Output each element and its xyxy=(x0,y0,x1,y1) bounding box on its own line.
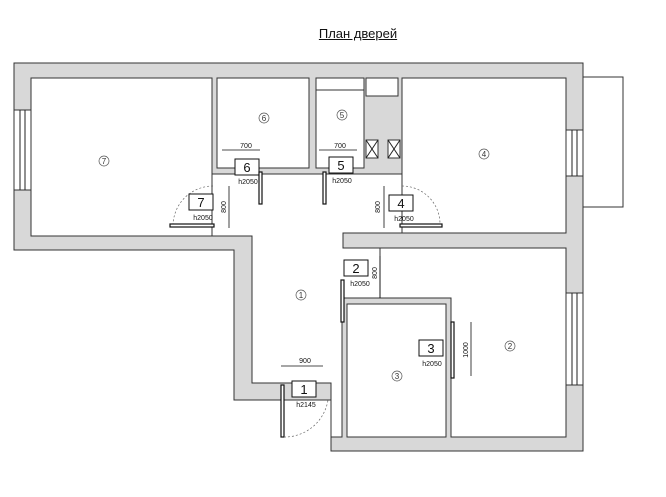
window-right-top xyxy=(565,129,584,177)
svg-text:h2050: h2050 xyxy=(422,361,442,368)
room-label-5: 5 xyxy=(336,109,348,121)
plan-title: План дверей xyxy=(318,26,398,41)
svg-text:h2050: h2050 xyxy=(193,215,213,222)
room-label-2: 2 xyxy=(504,340,516,352)
svg-text:3: 3 xyxy=(427,341,434,356)
svg-text:5: 5 xyxy=(340,111,345,120)
svg-text:5: 5 xyxy=(337,158,344,173)
room-label-7: 7 xyxy=(98,155,110,167)
svg-text:7: 7 xyxy=(197,195,204,210)
svg-text:h2050: h2050 xyxy=(238,179,258,186)
door-3: 3 h2050 1000 xyxy=(418,321,472,379)
room-5-area xyxy=(315,89,365,169)
svg-text:2: 2 xyxy=(508,342,513,351)
svg-text:4: 4 xyxy=(397,196,404,211)
door-1: 900 1 h2145 xyxy=(280,358,329,438)
door-4: 4 h2050 800 xyxy=(375,185,443,228)
svg-text:900: 900 xyxy=(299,358,311,365)
room-label-1: 1 xyxy=(295,289,307,301)
balcony xyxy=(582,76,624,208)
door-2: 2 h2050 800 xyxy=(340,256,381,323)
svg-text:800: 800 xyxy=(375,201,382,213)
room-label-4: 4 xyxy=(478,148,490,160)
door-7: 7 h2050 800 xyxy=(169,185,230,228)
svg-text:h2050: h2050 xyxy=(394,216,414,223)
shaft-top xyxy=(365,77,399,97)
room-3-area xyxy=(346,303,447,438)
svg-text:800: 800 xyxy=(221,201,228,213)
svg-text:1: 1 xyxy=(300,382,307,397)
svg-text:800: 800 xyxy=(372,267,379,279)
svg-text:h2145: h2145 xyxy=(296,402,316,409)
room-label-6: 6 xyxy=(258,112,270,124)
svg-text:h2050: h2050 xyxy=(350,281,370,288)
svg-text:6: 6 xyxy=(243,160,250,175)
room-7-area xyxy=(30,77,213,237)
svg-text:h2050: h2050 xyxy=(332,178,352,185)
svg-text:3: 3 xyxy=(395,372,400,381)
door-5: 700 5 h2050 xyxy=(319,143,357,205)
room-label-3: 3 xyxy=(391,370,403,382)
svg-text:1: 1 xyxy=(299,291,304,300)
door-6: 700 6 h2050 xyxy=(222,143,263,205)
svg-text:2: 2 xyxy=(352,261,359,276)
svg-text:6: 6 xyxy=(262,114,267,123)
window-right-bottom xyxy=(565,292,584,386)
window-left xyxy=(13,109,32,191)
svg-text:4: 4 xyxy=(482,150,487,159)
svg-text:700: 700 xyxy=(240,143,252,150)
svg-text:1000: 1000 xyxy=(463,342,470,358)
svg-text:7: 7 xyxy=(102,157,107,166)
room-5-niche xyxy=(315,77,365,91)
svg-text:700: 700 xyxy=(334,143,346,150)
